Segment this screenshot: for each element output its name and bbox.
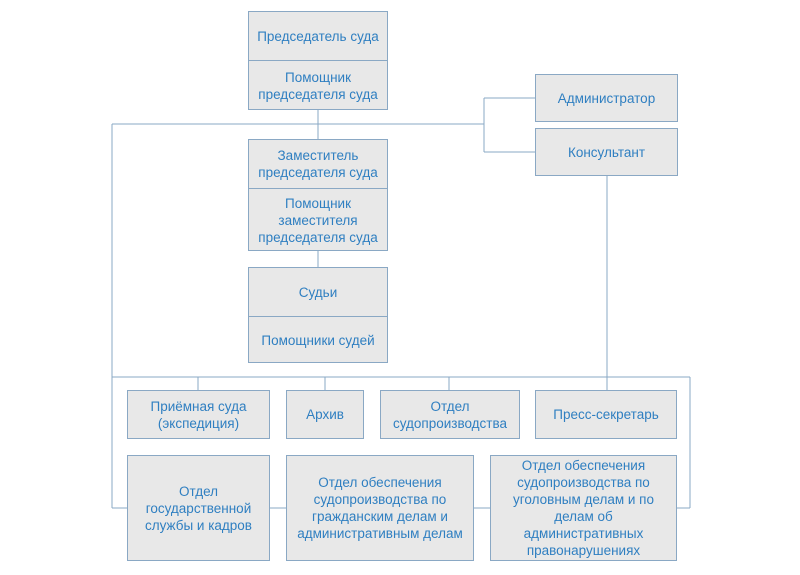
judges-title: Судьи [298, 284, 338, 300]
judges-assistants: Помощники судей [261, 332, 375, 348]
consultant-box: Консультант [535, 128, 678, 176]
judges-divider [249, 316, 387, 317]
archive-box: Архив [286, 390, 364, 439]
proceedings-box: Отдел судопроизводства [380, 390, 520, 439]
press-secretary-box: Пресс-секретарь [535, 390, 677, 439]
administrator-box: Администратор [535, 74, 678, 122]
chairman-assistant: Помощник председателя суда [258, 69, 378, 102]
chairman-block: Председатель суда Помощник председателя … [248, 11, 388, 110]
civil-department-box: Отдел обеспечения судопроизводства по гр… [286, 455, 474, 561]
deputy-assistant: Помощник заместителя председателя суда [258, 195, 378, 245]
deputy-title: Заместитель председателя суда [258, 148, 378, 180]
deputy-divider [249, 188, 387, 189]
reception-box: Приёмная суда (экспедиция) [127, 390, 270, 439]
criminal-department-box: Отдел обеспечения судопроизводства по уг… [490, 455, 677, 561]
deputy-block: Заместитель председателя суда Помощник з… [248, 139, 388, 251]
chairman-title: Председатель суда [257, 28, 379, 44]
hr-department-box: Отдел государственной службы и кадров [127, 455, 270, 561]
judges-block: Судьи Помощники судей [248, 267, 388, 363]
chairman-divider [249, 60, 387, 61]
